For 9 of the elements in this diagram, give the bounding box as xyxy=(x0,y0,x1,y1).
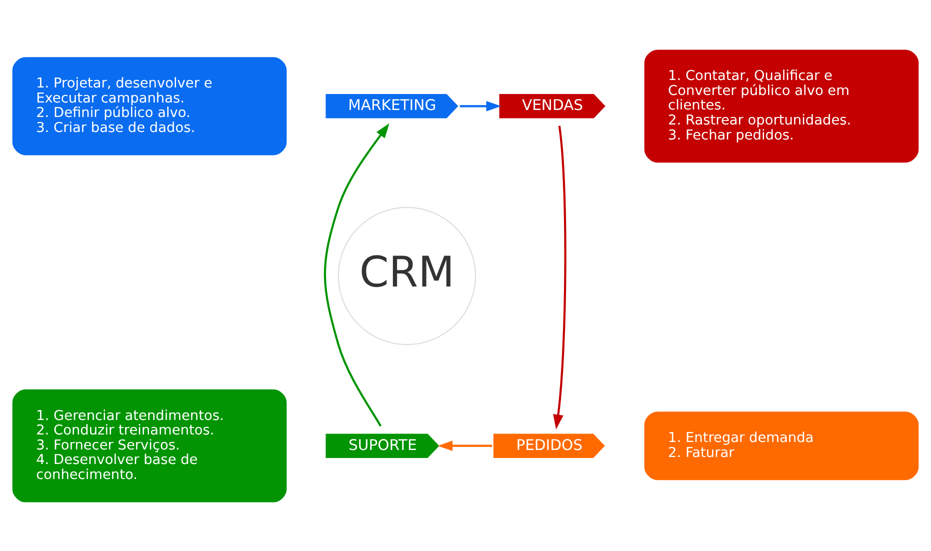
arrow xyxy=(438,440,492,451)
node-box: 1. Entregar demanda 2. Faturar xyxy=(644,411,919,480)
arrow xyxy=(324,122,390,426)
node-box: 1. Projetar, desenvolver e Executar campanhas. 2. Definir público alvo. 3. Criar base de dados. xyxy=(12,56,287,155)
arrow xyxy=(553,125,566,429)
node-box: 1. Gerenciar atendimentos. 2. Conduzir treinamentos. 3. Fornecer Serviços. 4. Desenvolver base de conhecimento. xyxy=(12,388,287,502)
node-box: 1. Contatar, Qualificar e Converter público alvo em clientes. 2. Rastrear oportunidades. 3. Fechar pedidos. xyxy=(644,49,919,162)
node-circle: CRM xyxy=(338,206,476,345)
arrow xyxy=(460,100,502,111)
